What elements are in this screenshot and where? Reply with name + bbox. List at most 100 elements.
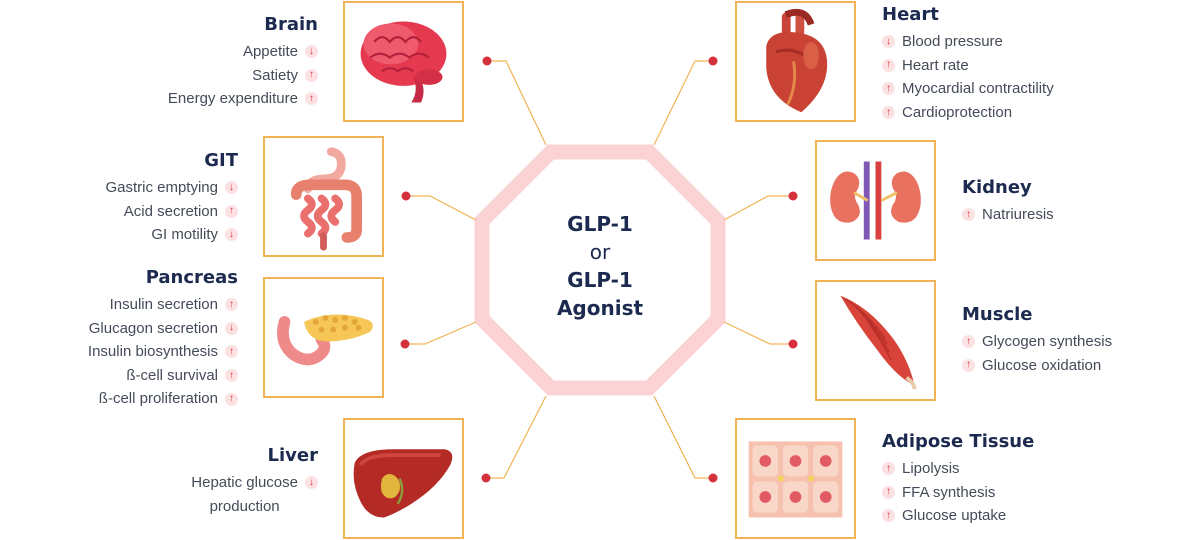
- effect-label: Myocardial contractility: [902, 80, 1054, 98]
- center-line-2: or: [589, 240, 611, 264]
- arrow-down-icon: ↓: [305, 476, 318, 489]
- pancreas-title: Pancreas: [145, 267, 238, 288]
- arrow-down-icon: ↓: [225, 181, 238, 195]
- heart-title: Heart: [882, 4, 939, 25]
- connector-heart: [653, 60, 713, 146]
- adipose-group: Adipose Tissue ↑Lipolysis ↑ FFA synthesis…: [882, 431, 1034, 528]
- pancreas-icon: [277, 314, 373, 366]
- center-line-3: GLP-1: [567, 268, 633, 292]
- arrow-up-icon: ↑: [882, 82, 895, 96]
- effect-item: ↑ Myocardial contractility: [882, 77, 1054, 101]
- effect-item: ↑Lipolysis: [882, 457, 1034, 481]
- effect-label: Glycogen synthesis: [982, 333, 1113, 350]
- arrow-down-icon: ↓: [225, 228, 238, 242]
- effect-label: Heart rate: [902, 56, 969, 74]
- effect-item: Energy expenditure↑: [168, 87, 318, 111]
- connector-git: [406, 195, 477, 221]
- dot-heart: [708, 56, 718, 66]
- arrow-up-icon: ↑: [882, 462, 895, 476]
- brain-title: Brain: [264, 14, 318, 35]
- muscle-icon: [840, 295, 917, 390]
- arrow-up-icon: ↑: [882, 106, 895, 120]
- effect-label: Gastric emptying: [105, 179, 218, 196]
- arrow-up-icon: ↑: [882, 485, 895, 499]
- effect-item: GI motility ↓: [105, 223, 238, 247]
- center-line-1: GLP-1: [567, 212, 633, 236]
- center-octagon: [474, 144, 726, 396]
- arrow-up-icon: ↑: [305, 92, 318, 106]
- arrow-up-icon: ↑: [882, 58, 895, 72]
- connector-pancreas: [405, 321, 477, 345]
- effect-label: Hepatic glucose production: [191, 471, 298, 518]
- brain-group: Brain Appetite↓ Satiety↑ Energy expendit…: [168, 14, 318, 111]
- muscle-group: Muscle ↑ Glycogen synthesis ↑ Glucose oxid…: [962, 304, 1112, 377]
- effect-item: Satiety↑: [168, 64, 318, 88]
- arrow-up-icon: ↑: [225, 345, 238, 359]
- git-image-box: [263, 136, 384, 257]
- kidney-icon: [830, 161, 921, 240]
- effect-item: ↑ Glycogen synthesis: [962, 330, 1112, 354]
- effect-label: Acid secretion: [123, 202, 218, 220]
- effect-item: ↑ FFA synthesis: [882, 481, 1034, 505]
- heart-group: Heart ↓ Blood pressure ↑ Heart rate ↑ Myoca…: [882, 4, 1054, 124]
- kidney-title: Kidney: [962, 177, 1032, 198]
- heart-image-box: [735, 1, 856, 122]
- adipose-title: Adipose Tissue: [882, 431, 1035, 452]
- adipose-image-box: [735, 418, 856, 539]
- effect-label: Insulin secretion: [109, 296, 218, 313]
- effect-label: Appetite: [242, 43, 298, 60]
- liver-icon: [353, 449, 453, 518]
- arrow-up-icon: ↑: [225, 392, 238, 406]
- intestine-icon: [290, 147, 363, 251]
- effect-label: FFA synthesis: [902, 483, 996, 501]
- effect-item: Gastric emptying ↓: [105, 176, 238, 200]
- git-title: GIT: [204, 150, 238, 171]
- muscle-image-box: [815, 280, 936, 401]
- connector-brain: [488, 60, 547, 146]
- muscle-title: Muscle: [962, 304, 1033, 325]
- effect-label: ß-cell proliferation: [98, 390, 218, 408]
- fat-cells-icon: [748, 441, 843, 518]
- effect-item: ↑Glucose uptake: [882, 504, 1034, 528]
- connector-muscle: [723, 321, 793, 345]
- effect-label: Cardioprotection: [902, 103, 1013, 121]
- dot-git: [401, 191, 411, 201]
- effect-label: Insulin biosynthesis: [87, 343, 218, 361]
- effect-item: Glucagon secretion↓: [88, 317, 238, 341]
- dot-pancreas: [400, 339, 410, 349]
- effect-label: Natriuresis: [982, 206, 1054, 223]
- effect-item: ↑ Glucose oxidation: [962, 354, 1112, 378]
- arrow-up-icon: ↑: [962, 335, 975, 349]
- arrow-up-icon: ↑: [305, 68, 318, 82]
- connector-adipose: [653, 395, 713, 479]
- effect-item: Insulin secretion ↑: [88, 293, 238, 317]
- effect-item: Hepatic glucose production ↓: [191, 471, 318, 518]
- brain-image-box: [343, 1, 464, 122]
- dot-brain: [482, 56, 492, 66]
- connector-kidney: [723, 195, 793, 221]
- arrow-up-icon: ↑: [962, 358, 975, 372]
- brain-icon: [360, 21, 447, 103]
- arrow-down-icon: ↓: [882, 35, 895, 49]
- dot-adipose: [708, 473, 718, 483]
- liver-group: Liver Hepatic glucose production ↓: [191, 445, 318, 518]
- effect-label: GI motility: [151, 226, 218, 244]
- effect-label-line-2: production: [209, 497, 280, 515]
- arrow-up-icon: ↑: [225, 204, 238, 218]
- center-line-4: Agonist: [556, 296, 644, 320]
- arrow-up-icon: ↑: [962, 208, 975, 222]
- effect-label-line-1: Hepatic glucose: [191, 474, 298, 491]
- pancreas-group: Pancreas Insulin secretion ↑ Glucagon sec…: [88, 267, 238, 411]
- liver-title: Liver: [267, 445, 318, 466]
- effect-label: Blood pressure: [902, 33, 1003, 50]
- dot-kidney: [788, 191, 798, 201]
- effect-label: Glucose oxidation: [982, 356, 1102, 374]
- effect-item: Appetite↓: [168, 40, 318, 64]
- arrow-up-icon: ↑: [225, 298, 238, 312]
- effect-label: ß-cell survival: [126, 366, 218, 384]
- effect-item: ↑ Natriuresis: [962, 203, 1054, 227]
- arrow-down-icon: ↓: [225, 321, 238, 335]
- center-label: GLP-1 or GLP-1 Agonist: [500, 210, 700, 322]
